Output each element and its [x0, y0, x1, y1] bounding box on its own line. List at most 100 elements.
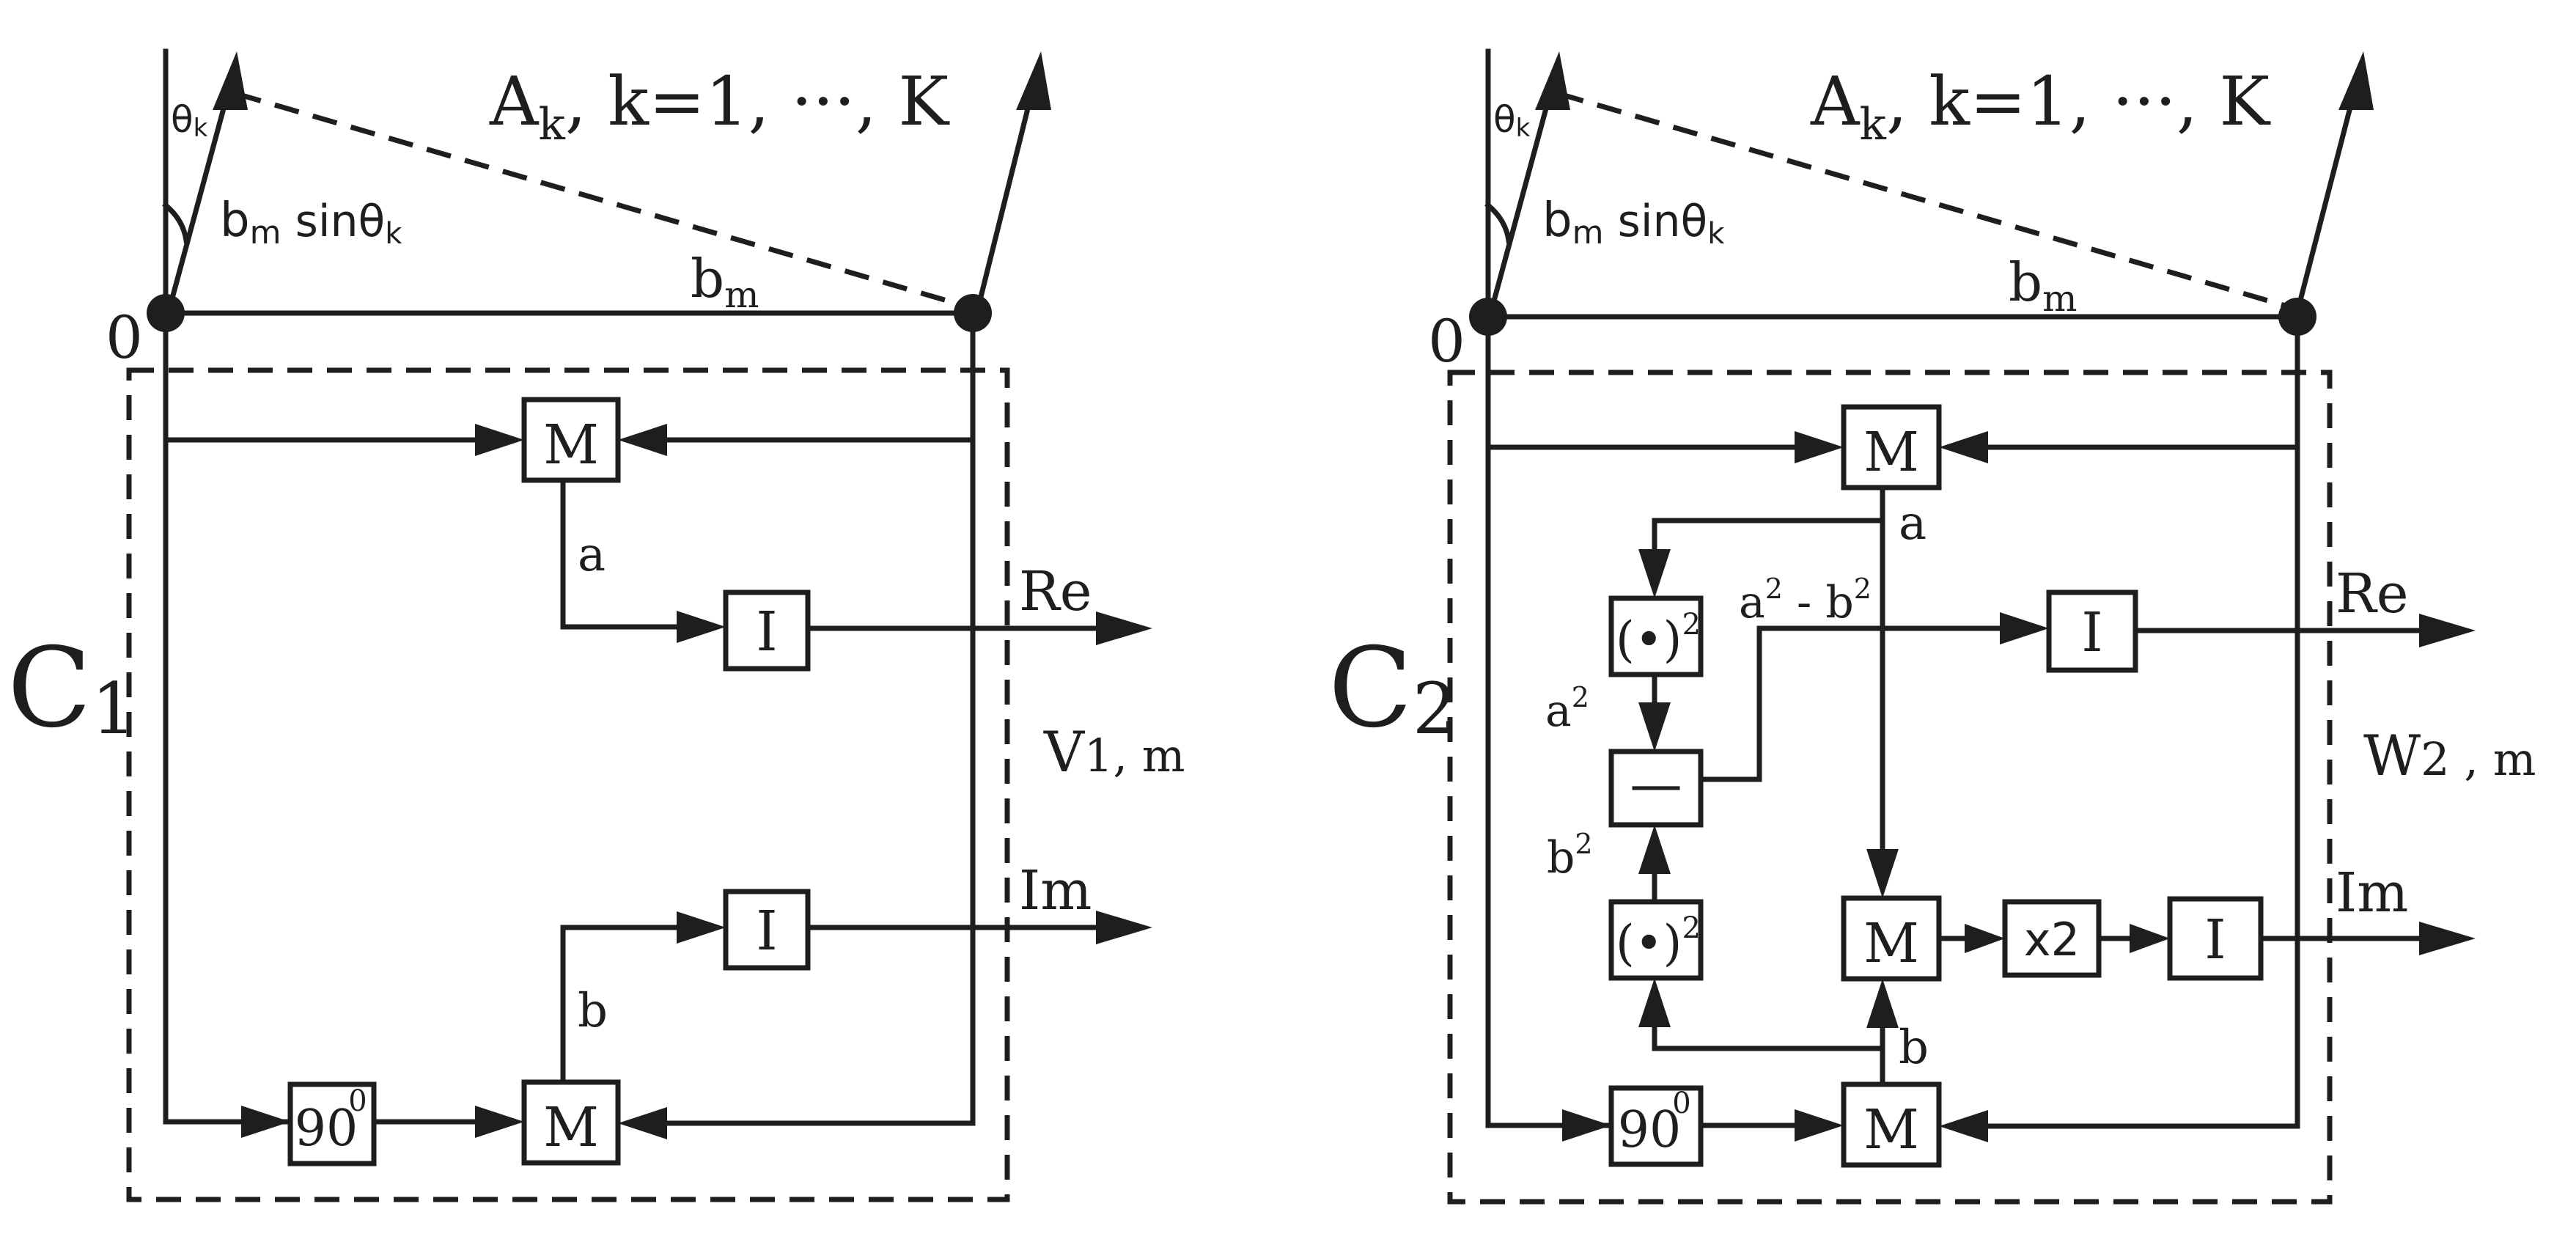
right-antenna-1: [1469, 298, 1507, 336]
right-arrow-subtract-top: [1638, 702, 1671, 752]
right-square-bottom-label: (•)2: [1616, 911, 1701, 971]
left-theta: θk: [171, 98, 208, 143]
right-a-squared: a2: [1545, 681, 1589, 737]
right-b-squared: b2: [1547, 828, 1593, 883]
left-wire-b: [560, 925, 710, 1085]
left-multiplier-bottom: [521, 1079, 621, 1166]
right-arrow-im: [2419, 922, 2476, 955]
right-output-label: W2 , m: [2363, 723, 2536, 788]
right-square-top: [1608, 595, 1704, 677]
right-arrow-square-bottom: [1638, 978, 1671, 1027]
right-origin-label: 0: [1428, 307, 1465, 375]
left-out-im: Im: [1019, 859, 1092, 922]
left-arrow-int-bottom: [677, 911, 726, 944]
left-antenna-2: [954, 294, 992, 332]
right-phase-sup: 0: [1672, 1087, 1690, 1120]
right-panel-label: C2: [1328, 625, 1457, 752]
right-ray-1: [1487, 70, 1559, 315]
right-arrow-mult-bottom-r: [1939, 1110, 1988, 1142]
right-arrow-phase: [1562, 1109, 1611, 1142]
left-correlator-enclosure: [126, 367, 1010, 1202]
right-multiplier-top-label: M: [1863, 421, 1919, 484]
right-ray-2: [2294, 70, 2363, 315]
left-arrow-phase: [241, 1106, 290, 1138]
left-antenna-1: [147, 294, 185, 332]
left-multiplier-top-label: M: [543, 414, 599, 477]
right-integrator-bottom-label: I: [2204, 908, 2226, 971]
left-integrator-top-label: I: [756, 600, 777, 664]
left-baseline-label: bm: [691, 248, 759, 316]
left-panel: M I 90 0 M I θk Ak, k=1, ···, K bm sinθk…: [7, 48, 1185, 1202]
left-output-label: V1, m: [1043, 719, 1185, 784]
right-multiplier-bottom-label: M: [1863, 1098, 1919, 1161]
right-angle-arc: [1484, 202, 1512, 243]
left-out-re: Re: [1019, 560, 1092, 623]
right-multiplier-top: [1841, 404, 1942, 490]
right-arrow-re: [2419, 614, 2476, 647]
right-out-re: Re: [2336, 562, 2409, 625]
left-arrow-mult-bottom-r: [618, 1107, 667, 1139]
right-arrow-x2: [1965, 924, 2005, 953]
left-angle-arc: [162, 202, 189, 243]
right-arrow-mult-top-l: [1795, 431, 1844, 463]
right-wire-a-branch: [1652, 518, 1885, 582]
left-origin-label: 0: [106, 304, 143, 372]
right-times-two-label: x2: [2024, 913, 2080, 966]
right-integrator-bottom: [2167, 896, 2264, 981]
right-signal-a: a: [1899, 496, 1927, 551]
right-out-im: Im: [2336, 861, 2408, 925]
right-subtractor: [1608, 749, 1704, 828]
right-arrow-int-top: [2000, 612, 2049, 644]
right-arrow-mult-top-r: [1939, 431, 1988, 463]
right-integrator-top-label: I: [2081, 601, 2102, 664]
left-signal-a: a: [578, 528, 606, 582]
left-wavefront-dashed: [236, 91, 973, 311]
right-baseline-label: bm: [2009, 251, 2078, 320]
left-ray-1: [165, 70, 237, 315]
left-integrator-bottom-label: I: [756, 900, 777, 963]
right-theta: θk: [1493, 98, 1531, 143]
left-projection-label: bm sinθk: [220, 194, 402, 251]
left-multiplier-bottom-label: M: [543, 1096, 599, 1159]
left-arrow-mult-bottom: [475, 1106, 524, 1138]
right-arrow-square-top: [1638, 549, 1671, 598]
right-square-top-label: (•)2: [1616, 608, 1701, 668]
left-signal-b: b: [578, 984, 608, 1038]
right-multiplier-mid-label: M: [1863, 912, 1919, 975]
right-projection-label: bm sinθk: [1542, 194, 1725, 251]
left-phase-label: 90: [295, 1100, 358, 1158]
right-antenna-2: [2278, 298, 2316, 336]
left-panel-label: C1: [7, 625, 136, 752]
right-subtractor-label: —: [1630, 754, 1682, 815]
right-signal-b: b: [1899, 1021, 1929, 1075]
right-feed-antenna2: [1956, 331, 2300, 1129]
left-ray-1-arrowhead: [213, 51, 248, 110]
right-multiplier-bottom: [1841, 1081, 1942, 1168]
left-feed-antenna2: [636, 327, 976, 1126]
left-top-label: Ak, k=1, ···, K: [489, 62, 950, 150]
left-feed-antenna1: [163, 327, 293, 1125]
right-wavefront-dashed: [1559, 91, 2294, 311]
right-arrow-int-bottom: [2130, 924, 2170, 953]
right-difference-label: a2 - b2: [1739, 573, 1872, 628]
right-correlator-enclosure: [1447, 370, 2333, 1205]
right-arrow-mult-mid-bottom: [1866, 979, 1899, 1028]
right-panel: M (•)2 — (•)2 I M: [1328, 48, 2536, 1205]
left-phase-sup: 0: [348, 1084, 367, 1118]
right-wire-b-branch: [1652, 994, 1885, 1051]
left-arrow-im: [1096, 911, 1152, 944]
left-arrow-int-top: [677, 611, 726, 643]
left-integrator-top: [723, 589, 811, 672]
right-phase-label: 90: [1618, 1101, 1682, 1159]
right-arrow-subtract-bottom: [1638, 825, 1671, 874]
left-ray-2-arrowhead: [1016, 51, 1051, 110]
right-arrow-mult-bottom: [1795, 1109, 1844, 1142]
left-arrow-mult-top-r: [618, 424, 667, 456]
right-ray-2-arrowhead: [2338, 51, 2374, 110]
left-arrow-mult-top-l: [475, 424, 524, 456]
left-multiplier-top: [521, 397, 621, 483]
left-ray-2: [974, 70, 1040, 315]
left-arrow-re: [1096, 611, 1152, 645]
right-wire-difference: [1698, 625, 2034, 782]
